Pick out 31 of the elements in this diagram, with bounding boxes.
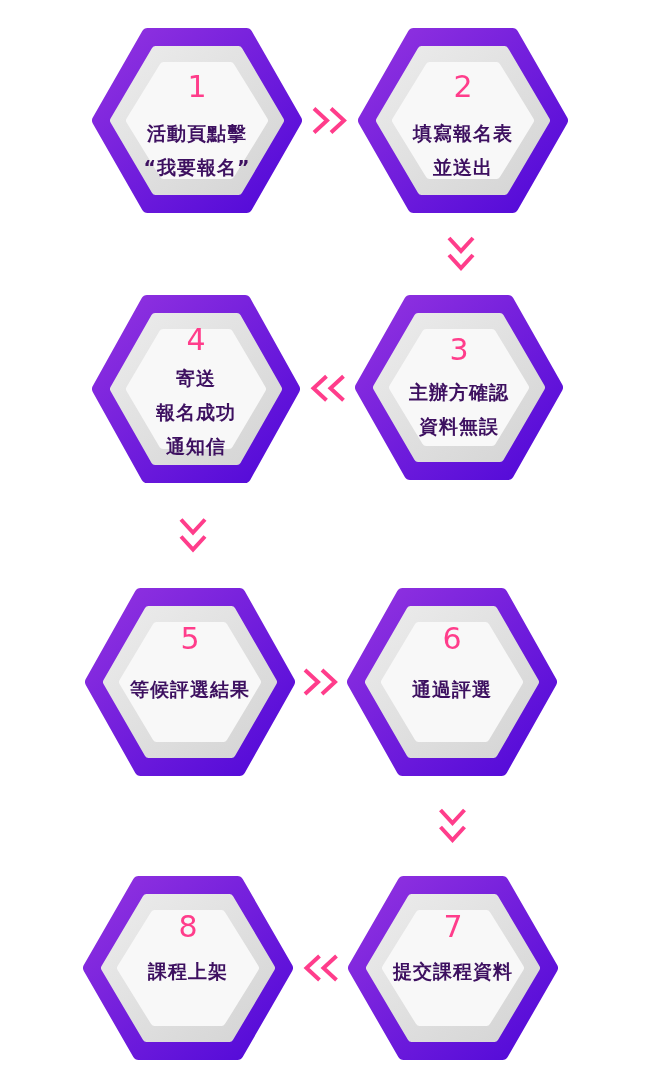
chevron-arrow (438, 808, 467, 843)
step-label: 活動頁點擊“我要報名” (142, 121, 252, 180)
step-label: 填寫報名表並送出 (411, 121, 514, 180)
hexagon-node (85, 588, 295, 776)
chevron-arrow (303, 954, 339, 982)
step-number: 5 (179, 622, 201, 656)
hexagon-node (348, 876, 558, 1060)
chevron-arrow (303, 668, 338, 696)
step-number: 6 (441, 622, 463, 656)
step-label: 提交課程資料 (391, 959, 514, 984)
chevron-arrow (310, 374, 346, 403)
hexagon-node (92, 295, 300, 483)
chevron-arrow (447, 236, 475, 271)
hexagon-node (347, 588, 557, 776)
chevron-arrow (312, 106, 347, 135)
step-number: 4 (185, 323, 207, 357)
step-label: 等候評選結果 (129, 677, 251, 702)
step-number: 2 (452, 70, 474, 104)
hexagon-node (83, 876, 293, 1060)
step-number: 7 (442, 910, 464, 944)
hexagon-node (358, 28, 568, 213)
hexagon-node (92, 28, 302, 213)
step-label: 通過評選 (411, 677, 493, 702)
step-number: 1 (186, 70, 208, 104)
step-label: 寄送報名成功通知信 (155, 366, 237, 459)
step-number: 8 (177, 910, 199, 944)
step-label: 主辦方確認資料無誤 (408, 380, 510, 439)
hexagon-node (355, 295, 563, 480)
step-number: 3 (448, 333, 470, 367)
step-label: 課程上架 (147, 959, 229, 984)
chevron-arrow (179, 517, 207, 553)
